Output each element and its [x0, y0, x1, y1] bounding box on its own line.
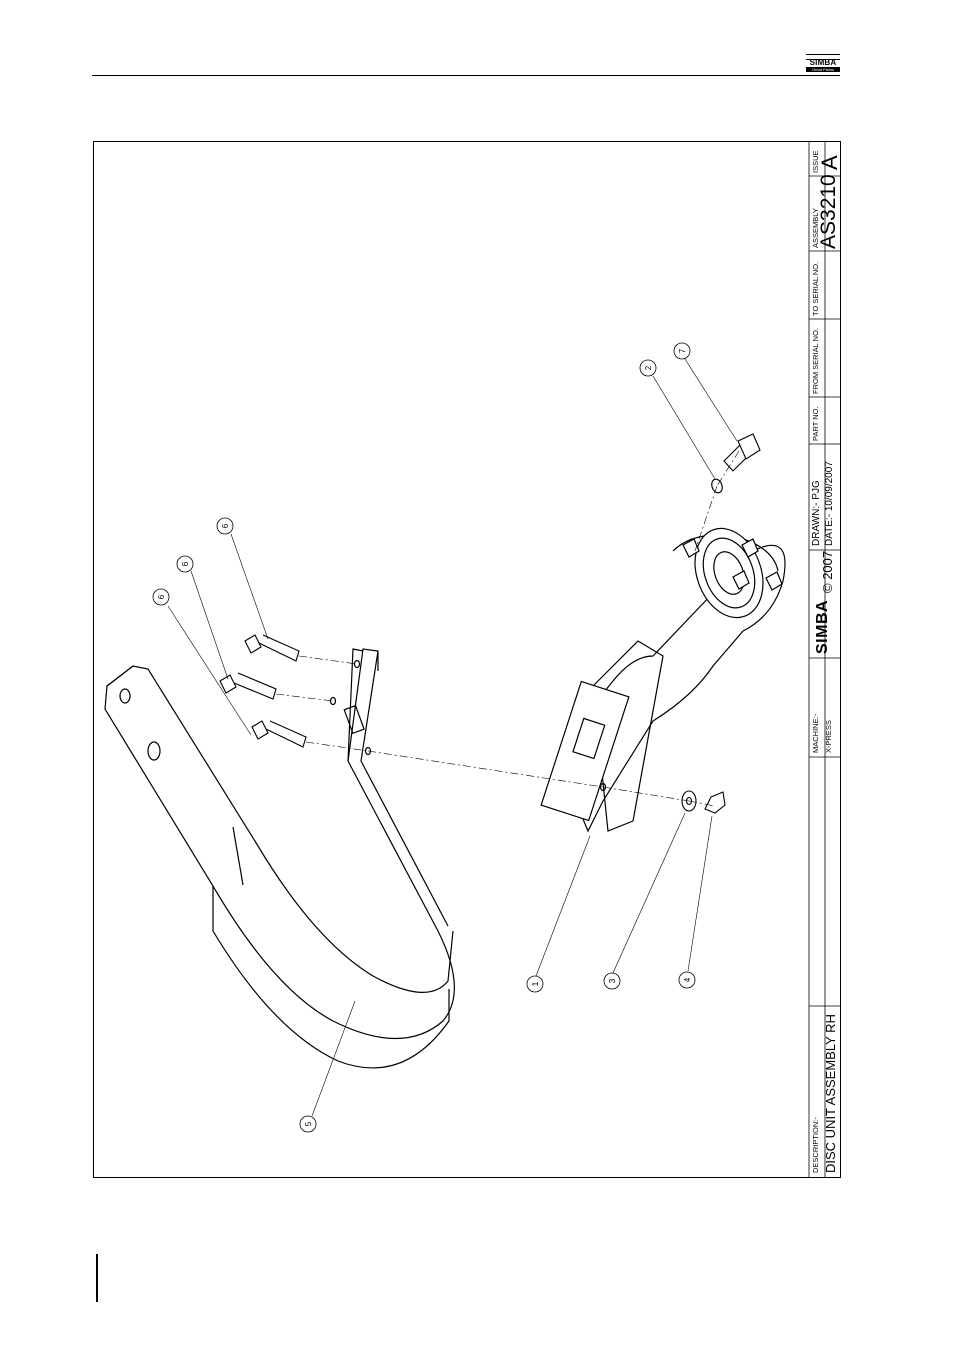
part-no-label: PART NO. — [811, 406, 820, 441]
callout-6a: 6 — [153, 589, 169, 605]
svg-text:5: 5 — [304, 1121, 313, 1126]
logo-subtext: Great Plains — [806, 67, 840, 72]
machine-value: X-PRESS — [824, 720, 833, 753]
issue-value: A — [817, 155, 843, 170]
part-hub-assembly — [541, 519, 785, 831]
svg-text:1: 1 — [531, 981, 540, 986]
drawing-date: DATE:- 10/09/2007 — [824, 461, 835, 546]
svg-text:6: 6 — [157, 594, 166, 599]
svg-text:3: 3 — [608, 978, 617, 983]
machine-label: MACHINE:- — [811, 714, 820, 753]
callout-4: 4 — [679, 972, 695, 988]
part-end-washer-bolt — [710, 434, 760, 494]
copyright: © 2007 — [820, 551, 835, 593]
assembly-number: AS3210 — [817, 174, 841, 249]
part-leg-frame — [105, 649, 454, 1068]
simba-logo: SIMBA Great Plains — [806, 54, 840, 74]
center-lines — [276, 451, 739, 806]
to-serial-label: TO SERIAL NO. — [811, 262, 820, 316]
svg-text:4: 4 — [683, 977, 692, 982]
callout-5: 5 — [300, 1116, 316, 1132]
callout-7: 7 — [674, 343, 690, 359]
drawn-by: DRAWN:- PJG — [811, 480, 822, 546]
callout-1: 1 — [527, 976, 543, 992]
drawing-sheet: 1 3 4 5 6 6 6 2 7 DESCRIPTION:- DISC UNI… — [93, 141, 841, 1178]
svg-text:2: 2 — [644, 365, 653, 370]
callout-6c: 6 — [217, 518, 233, 534]
header-rule — [92, 75, 840, 76]
sheet-border — [94, 142, 841, 1178]
drawing-svg: 1 3 4 5 6 6 6 2 7 — [93, 141, 841, 1178]
logo-word: SIMBA — [806, 58, 840, 67]
description-value: DISC UNIT ASSEMBLY RH — [823, 1014, 838, 1173]
svg-text:7: 7 — [678, 348, 687, 353]
svg-text:6: 6 — [221, 523, 230, 528]
simba-title-logo: SIMBA — [814, 600, 832, 654]
callout-3: 3 — [604, 973, 620, 989]
callout-2: 2 — [640, 360, 656, 376]
part-bolts — [220, 635, 306, 747]
from-serial-label: FROM SERIAL NO. — [811, 328, 820, 394]
footer-margin-bar — [96, 1254, 98, 1302]
description-label: DESCRIPTION:- — [811, 1117, 820, 1173]
callout-6b: 6 — [177, 556, 193, 572]
svg-text:6: 6 — [181, 561, 190, 566]
part-washer-nut — [682, 791, 725, 813]
